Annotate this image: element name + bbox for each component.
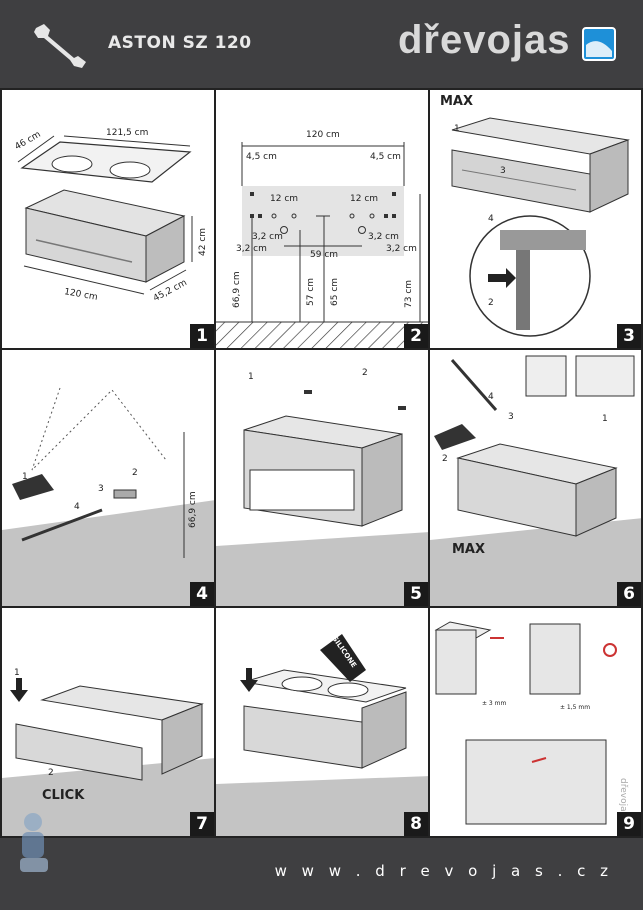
step-marker-4: 4 [74, 502, 80, 512]
dim-drill-height: 66,9 cm [188, 491, 198, 528]
step-marker-4: 4 [488, 214, 494, 224]
step-marker-2: 2 [488, 298, 494, 308]
step-marker-2: 2 [362, 368, 368, 378]
step-marker-2: 2 [48, 768, 54, 778]
dim-height-bracket: 66,9 cm [232, 271, 242, 308]
dim-offset-3: 3,2 cm [368, 232, 399, 242]
step-panel-8: SILICONE 8 [214, 606, 430, 838]
instruction-grid: 46 cm 121,5 cm 42 cm 120 cm 45,2 cm 1 [0, 88, 643, 838]
dim-height: 42 cm [198, 227, 208, 256]
mascot-icon [20, 813, 48, 872]
dim-offset-2: 3,2 cm [236, 244, 267, 254]
dim-offset-1: 3,2 cm [252, 232, 283, 242]
step-marker-3: 3 [508, 412, 514, 422]
dim-hole-spacing-right: 12 cm [350, 194, 379, 204]
step-panel-3: MAX 1 2 3 4 3 [428, 88, 643, 350]
step-marker-3: 3 [98, 484, 104, 494]
adjust-tolerance-1: ± 3 mm [482, 700, 507, 707]
adjust-tolerance-2: ± 1,5 mm [560, 704, 591, 711]
step-panel-6: MAX 1 2 3 4 6 [428, 348, 643, 608]
step-panel-2: 120 cm 4,5 cm 4,5 cm 12 cm 12 cm 3,2 cm … [214, 88, 430, 350]
step-marker-1: 1 [22, 472, 28, 482]
step-number: 8 [404, 812, 428, 836]
step-number: 3 [617, 324, 641, 348]
brand-logo-text: dřevojas [398, 18, 571, 62]
product-title: ASTON SZ 120 [108, 33, 252, 53]
wall-mounting-diagram [216, 142, 428, 348]
step-marker-1: 1 [14, 668, 20, 678]
step-panel-5: 1 2 5 [214, 348, 430, 608]
step-marker-4: 4 [488, 392, 494, 402]
drawer-insert-drawing [2, 678, 214, 836]
step-panel-7: 1 2 CLICK 7 [0, 606, 216, 838]
dim-left-edge: 4,5 cm [246, 152, 277, 162]
step-number: 5 [404, 582, 428, 606]
dim-right-edge: 4,5 cm [370, 152, 401, 162]
dim-offset-4: 3,2 cm [386, 244, 417, 254]
dim-height-center: 65 cm [330, 277, 340, 306]
step-marker-2: 2 [132, 468, 138, 478]
step-marker-3: 3 [500, 166, 506, 176]
dim-hole-spacing-left: 12 cm [270, 194, 299, 204]
step-number: 6 [617, 582, 641, 606]
website-url[interactable]: w w w . d r e v o j a s . c z [274, 862, 613, 880]
step-number: 7 [190, 812, 214, 836]
wrench-icon [34, 24, 86, 68]
step-panel-4: 66,9 cm 1 2 3 4 4 [0, 348, 216, 608]
step-marker-1: 1 [248, 372, 254, 382]
dim-total-width: 120 cm [306, 130, 340, 140]
max-label: MAX [440, 94, 474, 109]
wall-drilling-drawing [2, 387, 214, 606]
step-number: 4 [190, 582, 214, 606]
cabinet-with-sink-drawing [17, 135, 193, 295]
cabinet-leveling-drawing [430, 355, 641, 606]
dim-width-top: 121,5 cm [106, 128, 149, 138]
dim-height-drain: 57 cm [306, 277, 316, 306]
step-number: 1 [190, 324, 214, 348]
dim-drain-spacing: 59 cm [310, 250, 339, 260]
footer-bar: w w w . d r e v o j a s . c z [0, 813, 643, 910]
step-marker-1: 1 [602, 414, 608, 424]
cabinet-hanging-drawing [216, 390, 428, 606]
drawer-adjustment-drawing [434, 621, 617, 825]
header-bar: ASTON SZ 120 dřevojas [0, 0, 643, 88]
dim-height-top: 73 cm [404, 279, 414, 308]
step-panel-9: ± 3 mm ± 1,5 mm dřevojas 9 [428, 606, 643, 838]
side-watermark: dřevojas [618, 778, 628, 817]
step-marker-1: 1 [454, 124, 460, 134]
max-label: MAX [452, 542, 486, 557]
step-panel-1: 46 cm 121,5 cm 42 cm 120 cm 45,2 cm 1 [0, 88, 216, 350]
click-label: CLICK [42, 788, 85, 803]
brand-logo-icon [582, 27, 616, 61]
step-number: 2 [404, 324, 428, 348]
drawer-removal-drawing [451, 117, 630, 337]
step-number: 9 [617, 812, 641, 836]
sealing-sink-drawing [216, 634, 428, 836]
step-marker-2: 2 [442, 454, 448, 464]
